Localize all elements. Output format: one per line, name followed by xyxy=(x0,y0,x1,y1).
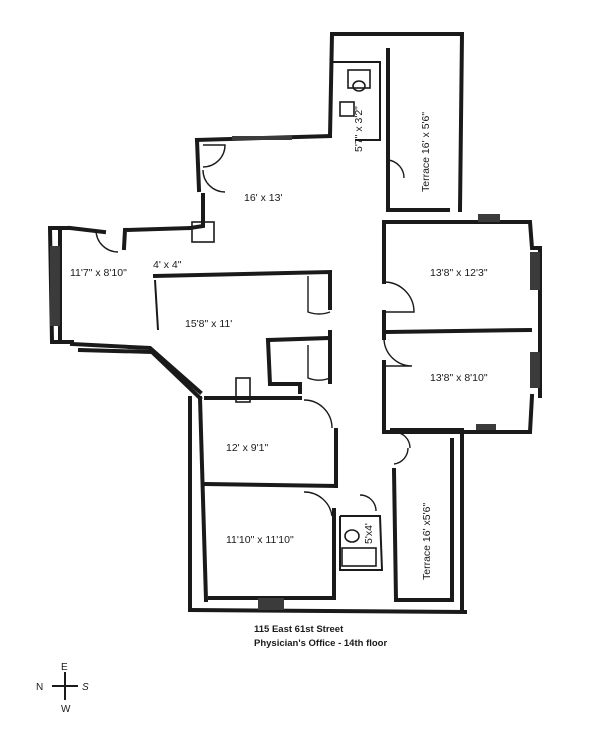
room-label-bath-top: 5'7" x 3'2" xyxy=(353,106,365,152)
compass-east: E xyxy=(61,662,68,673)
caption-address: 115 East 61st Street xyxy=(254,624,344,635)
toilet-bottom xyxy=(344,529,360,543)
room-label-closet-small: 4' x 4" xyxy=(153,259,182,271)
caption: 115 East 61st Street Physician's Office … xyxy=(254,624,387,649)
room-label-terrace-top: Terrace 16' x 5'6" xyxy=(420,112,432,192)
sink-top xyxy=(339,101,355,117)
room-label-bath-bottom: 5'x4' xyxy=(363,523,375,544)
room-labels: 16' x 13' 11'7" x 8'10" 4' x 4" 15'8" x … xyxy=(70,106,488,580)
closet-fixture xyxy=(235,377,251,403)
compass-south: S xyxy=(82,682,89,693)
room-label-room-bottom: 11'10" x 11'10" xyxy=(226,534,294,546)
sink-bottom xyxy=(341,547,377,567)
windows xyxy=(50,136,540,610)
toilet-top xyxy=(347,69,371,89)
room-label-main-hall: 16' x 13' xyxy=(244,192,282,204)
room-label-east-upper: 13'8" x 12'3" xyxy=(430,267,488,279)
room-label-east-lower: 13'8" x 8'10" xyxy=(430,372,488,384)
room-label-room-mid: 12' x 9'1" xyxy=(226,442,268,454)
column-box xyxy=(191,221,215,243)
room-label-west-room: 11'7" x 8'10" xyxy=(70,267,127,279)
doors xyxy=(95,144,415,517)
compass-rose: N E S W xyxy=(36,662,89,715)
room-label-center-room: 15'8" x 11' xyxy=(185,318,232,330)
fixtures xyxy=(191,69,377,567)
compass-west: W xyxy=(61,704,71,715)
compass-north: N xyxy=(36,682,43,693)
room-label-terrace-bottom: Terrace 16' x5'6" xyxy=(421,503,433,580)
caption-description: Physician's Office - 14th floor xyxy=(254,638,387,649)
walls xyxy=(47,32,542,615)
